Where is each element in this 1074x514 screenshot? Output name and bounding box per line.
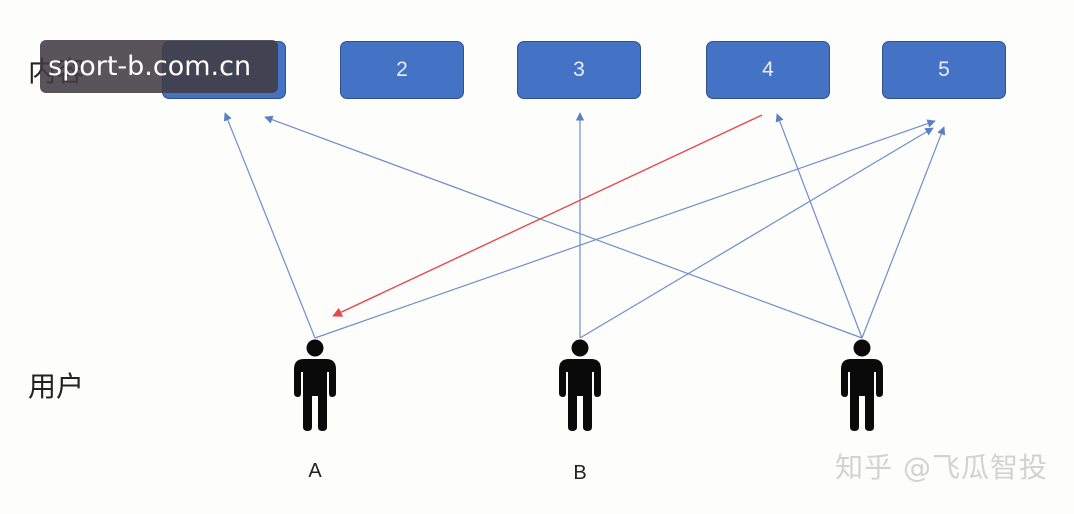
link-c-to-1 — [264, 115, 863, 339]
link-a-to-1 — [223, 112, 316, 339]
link-a-to-5 — [314, 119, 936, 339]
content-box-label: 2 — [396, 58, 408, 81]
content-box-4: 4 — [706, 41, 830, 99]
users-row-label: 用户 — [28, 370, 85, 403]
content-box-5: 5 — [882, 41, 1006, 99]
watermark-badge: sport-b.com.cn — [40, 40, 278, 93]
credit-watermark: 知乎 @飞瓜智投 — [835, 451, 1048, 484]
person-b-icon — [559, 339, 601, 431]
link-c-to-5 — [861, 126, 946, 339]
link-c-to-4 — [775, 113, 863, 339]
person-c-icon — [841, 339, 883, 431]
user-label-b: B — [573, 462, 587, 484]
content-box-label: 5 — [938, 58, 950, 81]
user-label-a: A — [308, 460, 322, 482]
person-a-icon — [294, 339, 336, 431]
recommend-4-to-a — [332, 114, 763, 317]
content-box-label: 4 — [762, 58, 774, 81]
content-box-3: 3 — [517, 41, 641, 99]
content-box-2: 2 — [340, 41, 464, 99]
link-b-to-5 — [579, 127, 934, 339]
content-box-label: 3 — [573, 58, 585, 81]
